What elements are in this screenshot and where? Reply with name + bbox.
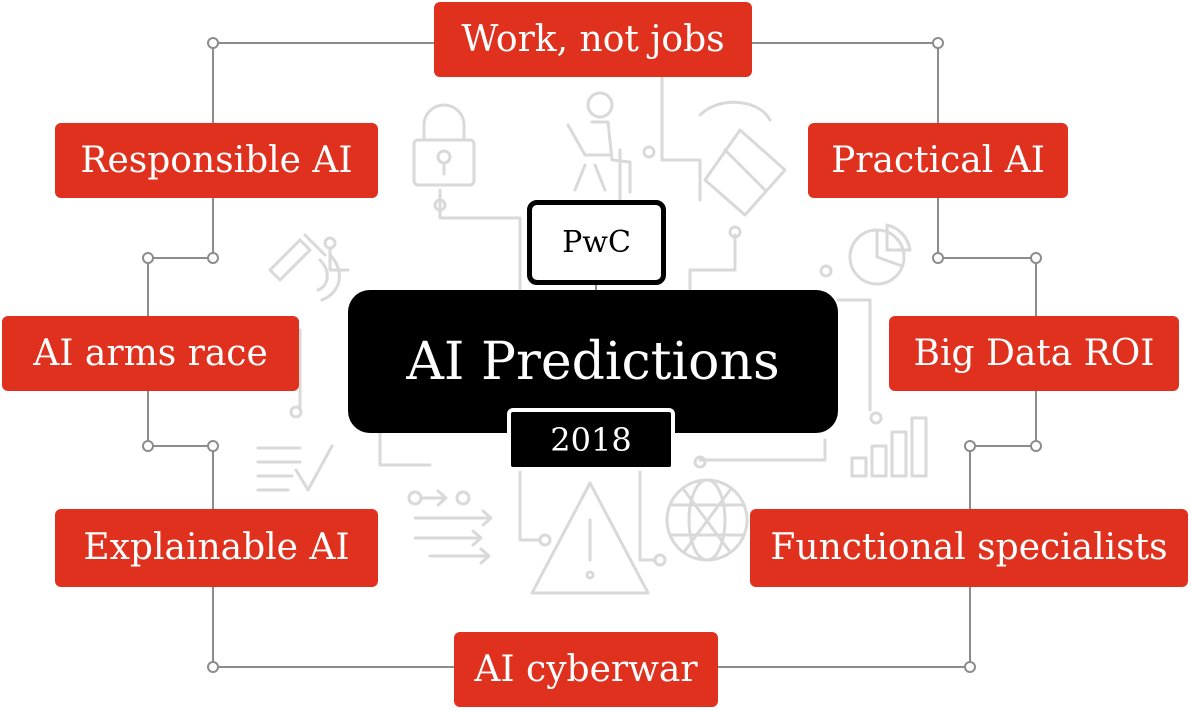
bar-chart-icon bbox=[850, 416, 928, 478]
prediction-work-not-jobs: Work, not jobs bbox=[434, 2, 752, 77]
circuit-traces bbox=[298, 58, 872, 562]
brand-badge: PwC bbox=[527, 200, 666, 285]
flow-arrows-icon bbox=[407, 489, 493, 565]
globe-icon bbox=[665, 478, 749, 562]
prediction-ai-cyberwar: AI cyberwar bbox=[454, 632, 718, 707]
prediction-practical-ai: Practical AI bbox=[808, 123, 1068, 198]
connector-nodes bbox=[142, 37, 1042, 673]
prediction-big-data-roi: Big Data ROI bbox=[889, 316, 1179, 391]
prediction-responsible-ai: Responsible AI bbox=[55, 123, 378, 198]
lock-icon bbox=[412, 103, 476, 187]
person-at-laptop-icon bbox=[566, 91, 632, 194]
computer-mouse-icon bbox=[698, 100, 787, 217]
warning-icon bbox=[530, 481, 650, 595]
prediction-functional-specialists: Functional specialists bbox=[750, 509, 1188, 587]
background-illustration bbox=[256, 58, 928, 595]
prediction-explainable-ai: Explainable AI bbox=[55, 509, 378, 587]
checklist-icon bbox=[256, 444, 334, 492]
circuit-nodes bbox=[289, 145, 883, 567]
satellite-icon bbox=[268, 233, 341, 302]
connector-frame bbox=[147, 42, 1037, 668]
prediction-ai-arms-race: AI arms race bbox=[2, 316, 299, 391]
year-badge: 2018 bbox=[507, 408, 675, 471]
pie-chart-icon bbox=[848, 223, 912, 286]
